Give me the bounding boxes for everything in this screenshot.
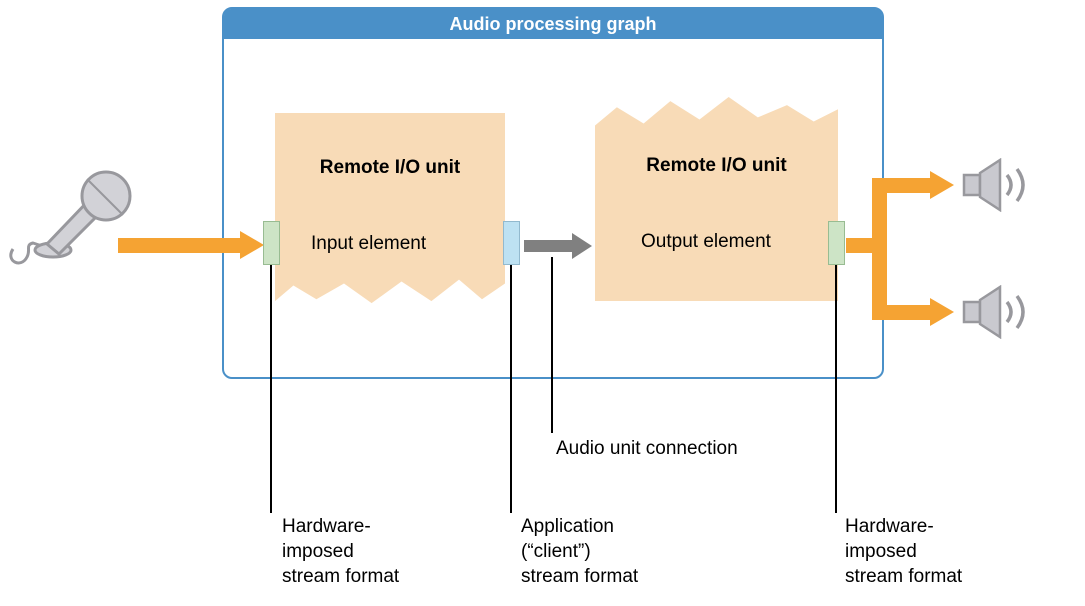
speaker-icon — [960, 157, 1030, 217]
hardware-port-input — [263, 221, 280, 265]
client-format-port — [503, 221, 520, 265]
audio-unit-connection-label: Audio unit connection — [556, 438, 738, 459]
output-branch-vertical — [872, 178, 887, 320]
microphone-icon — [5, 163, 140, 278]
callout-line-hardware-left — [270, 265, 272, 513]
output-element-label: Output element — [641, 231, 771, 252]
hardware-stream-format-label-right: Hardware- imposed stream format — [845, 516, 963, 587]
hardware-stream-format-label-left: Hardware- imposed stream format — [282, 516, 400, 587]
input-unit-title: Remote I/O unit — [319, 157, 461, 178]
mic-to-input-arrowhead — [240, 231, 264, 259]
audio-unit-connection-arrowhead — [572, 233, 592, 259]
client-stream-format-label: Application (“client”) stream format — [521, 516, 639, 587]
speaker-bottom-arrow — [872, 305, 930, 320]
speaker-icon — [960, 284, 1030, 344]
speaker-bottom-arrowhead — [930, 298, 954, 326]
remote-io-output-unit-box: Remote I/O unit Output element — [595, 97, 838, 301]
mic-to-input-arrow — [118, 238, 240, 253]
callout-line-hardware-right — [835, 265, 837, 513]
graph-title-bar: Audio processing graph — [224, 9, 882, 39]
output-branch-arrow — [846, 238, 880, 253]
callout-line-connection — [551, 257, 553, 433]
remote-io-input-unit-box: Remote I/O unit Input element — [275, 113, 505, 304]
audio-unit-connection-arrow — [524, 240, 572, 252]
output-unit-title: Remote I/O unit — [646, 155, 787, 176]
callout-line-client — [510, 265, 512, 513]
speaker-top-arrowhead — [930, 171, 954, 199]
hardware-port-output — [828, 221, 845, 265]
input-element-label: Input element — [311, 233, 427, 254]
speaker-top-arrow — [872, 178, 930, 193]
graph-title: Audio processing graph — [449, 13, 657, 34]
